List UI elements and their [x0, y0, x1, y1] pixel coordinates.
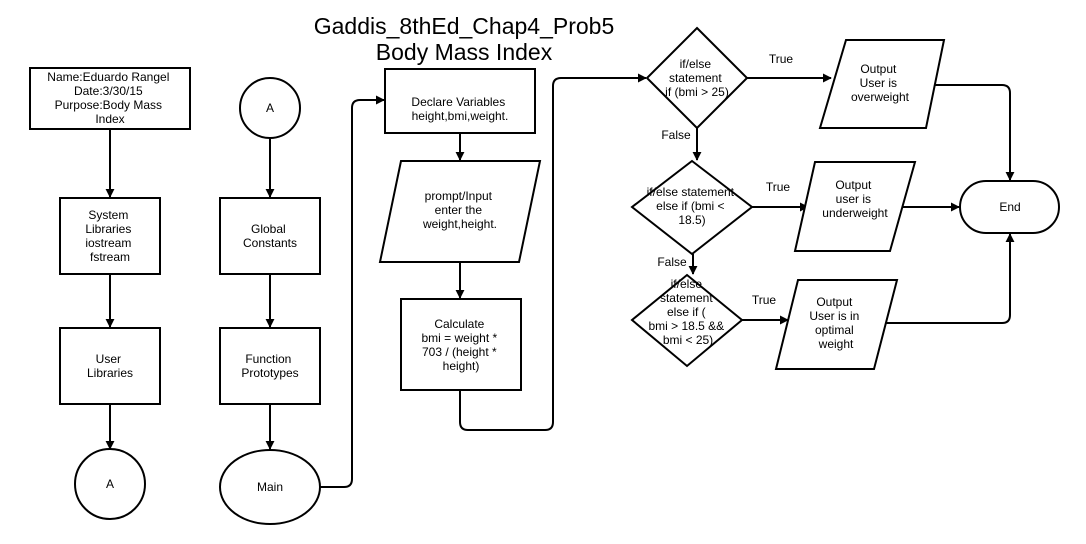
- node-declare-variables: Declare Variables height,bmi,weight.: [384, 68, 536, 134]
- svg-text:System Libraries i: System Libraries iostream fstream: [85, 208, 134, 264]
- prototypes-line: Prototypes: [241, 366, 298, 380]
- decision1-line: if/else: [680, 57, 712, 71]
- node-calculate: Calculate bmi = weight * 703 / (height *…: [400, 298, 522, 391]
- svg-text:Output User is in: Output User is in optimal weight: [809, 295, 862, 351]
- edge-main-to-declare: [320, 95, 385, 488]
- svg-text:Calculate bmi = weight *: Calculate bmi = weight * 703 / (height *…: [421, 317, 500, 373]
- node-connector-a-in: A: [239, 77, 301, 139]
- svg-text:Function Prototypes: Function Prototypes: [241, 352, 298, 380]
- sys-libs-line: fstream: [90, 250, 130, 264]
- header-name: Name:Eduardo Rangel: [47, 70, 169, 84]
- edges: [105, 73, 1015, 488]
- node-header-comment: Name:Eduardo Rangel Date:3/30/15 Purpose…: [29, 67, 191, 130]
- label-true-3: True: [752, 293, 777, 307]
- label-true-1: True: [769, 52, 794, 66]
- out-under-line: user is: [836, 192, 871, 206]
- decision2-line: else if (bmi <: [656, 199, 724, 213]
- decision3-line: bmi > 18.5 &&: [648, 319, 724, 333]
- node-end: End: [959, 180, 1060, 234]
- prompt-line: prompt/Input: [425, 189, 493, 203]
- svg-text:Name:Eduardo Rangel Date: Name:Eduardo Rangel Date:3/30/15 Purpose…: [47, 70, 172, 126]
- svg-text:if/else statement: if/else statement if (bmi > 25): [665, 57, 729, 99]
- svg-text:if/else statement else i: if/else statement else if (bmi < 18.5): [647, 185, 738, 227]
- node-decision-optimal: if/else statement else if ( bmi > 18.5 &…: [630, 273, 744, 368]
- edge-overweight-to-end: [926, 84, 1015, 181]
- sys-libs-line: System: [88, 208, 128, 222]
- decision3-line: if/else: [671, 277, 703, 291]
- user-libs-line: Libraries: [87, 366, 133, 380]
- svg-text:if/else statement: if/else statement else if ( bmi > 18.5 &…: [648, 277, 727, 347]
- header-purpose-cont: Index: [95, 112, 124, 126]
- connector-a-in-label: A: [266, 101, 274, 115]
- diagram-title-line1: Gaddis_8thEd_Chap4_Prob5: [314, 13, 615, 39]
- out-over-line: User is: [860, 76, 897, 90]
- globals-line: Constants: [243, 236, 297, 250]
- declare-line: Declare Variables: [411, 95, 505, 109]
- decision1-line: if (bmi > 25): [665, 85, 729, 99]
- out-under-line: Output: [835, 178, 872, 192]
- declare-line: height,bmi,weight.: [412, 109, 509, 123]
- calculate-line: Calculate: [434, 317, 484, 331]
- decision3-line: else if (: [667, 305, 706, 319]
- prompt-line: weight,height.: [422, 217, 497, 231]
- svg-text:User Libraries: User Libraries: [87, 352, 133, 380]
- label-false-2: False: [657, 255, 687, 269]
- svg-text:prompt/Input enter the: prompt/Input enter the weight,height.: [422, 189, 497, 231]
- decision3-line: bmi < 25): [663, 333, 713, 347]
- out-over-line: overweight: [851, 90, 910, 104]
- label-false-1: False: [661, 128, 691, 142]
- user-libs-line: User: [96, 352, 121, 366]
- svg-text:Output User is ove: Output User is overweight: [851, 62, 910, 104]
- decision3-line: statement: [660, 291, 713, 305]
- diagram-title-line2: Body Mass Index: [376, 39, 553, 65]
- sys-libs-line: iostream: [85, 236, 131, 250]
- svg-text:Declare Variables height: Declare Variables height,bmi,weight.: [411, 95, 508, 123]
- out-optimal-line: Output: [816, 295, 853, 309]
- svg-text:Output user is und: Output user is underweight: [822, 178, 888, 220]
- node-prompt-input: prompt/Input enter the weight,height.: [378, 160, 542, 263]
- prototypes-line: Function: [245, 352, 291, 366]
- out-under-line: underweight: [822, 206, 888, 220]
- header-purpose: Purpose:Body Mass: [55, 98, 162, 112]
- node-connector-a-out: A: [74, 448, 146, 520]
- header-date: Date:3/30/15: [74, 84, 143, 98]
- out-optimal-line: weight: [818, 337, 854, 351]
- sys-libs-line: Libraries: [85, 222, 131, 236]
- node-output-underweight: Output user is underweight: [793, 161, 917, 252]
- calculate-line: 703 / (height *: [422, 345, 497, 359]
- out-over-line: Output: [860, 62, 897, 76]
- globals-line: Global: [251, 222, 286, 236]
- calculate-line: bmi = weight *: [421, 331, 497, 345]
- label-true-2: True: [766, 180, 791, 194]
- node-output-optimal: Output User is in optimal weight: [774, 279, 899, 370]
- calculate-line: height): [443, 359, 480, 373]
- node-decision-underweight: if/else statement else if (bmi < 18.5): [630, 159, 754, 256]
- node-function-prototypes: Function Prototypes: [219, 327, 321, 405]
- svg-text:Global Constants: Global Constants: [243, 222, 297, 250]
- decision1-line: statement: [669, 71, 722, 85]
- decision2-line: if/else statement: [647, 185, 735, 199]
- node-main: Main: [219, 449, 321, 525]
- node-output-overweight: Output User is overweight: [818, 39, 946, 129]
- end-label: End: [999, 200, 1020, 214]
- node-system-libraries: System Libraries iostream fstream: [59, 197, 161, 275]
- prompt-line: enter the: [435, 203, 483, 217]
- edge-calc-to-decision1: [459, 73, 647, 431]
- node-decision-overweight: if/else statement if (bmi > 25): [645, 26, 749, 130]
- node-global-constants: Global Constants: [219, 197, 321, 275]
- edge-optimal-to-end: [883, 233, 1015, 324]
- node-user-libraries: User Libraries: [59, 327, 161, 405]
- decision2-line: 18.5): [678, 213, 705, 227]
- out-optimal-line: optimal: [815, 323, 854, 337]
- out-optimal-line: User is in: [809, 309, 859, 323]
- main-label: Main: [257, 480, 283, 494]
- connector-a-out-label: A: [106, 477, 114, 491]
